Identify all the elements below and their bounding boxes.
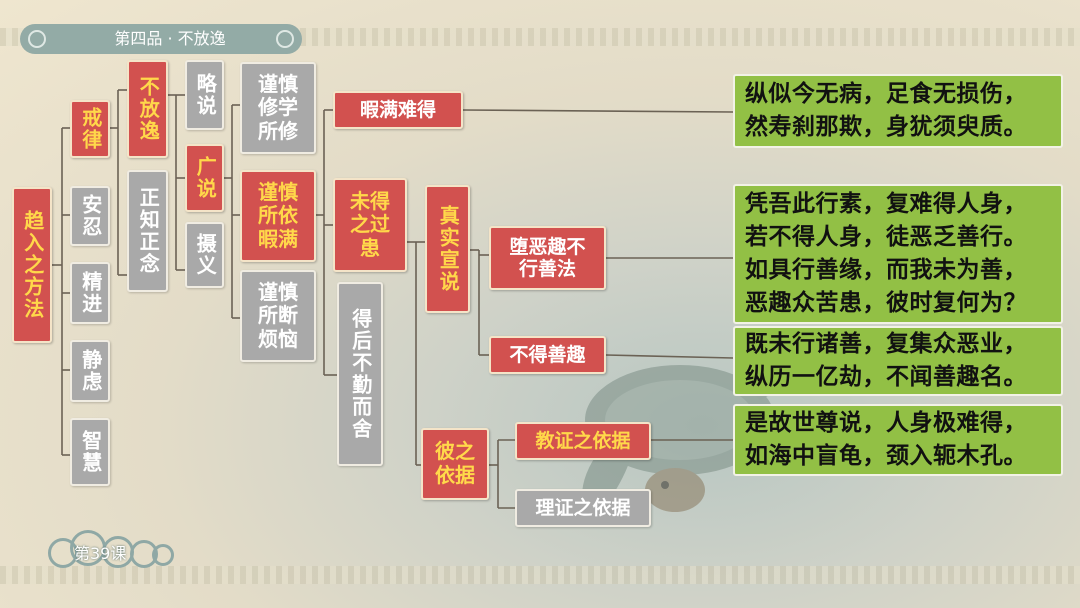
verse-box-2: 凭吾此行素，复难得人身， 若不得人身，徒恶乏善行。 如具行善缘，而我未为善， 恶… [733, 184, 1063, 324]
node-jiaozheng: 教证之依据 [515, 422, 651, 460]
verse-line: 是故世尊说，人身极难得， [745, 409, 1027, 437]
chapter-title: 第四品 · 不放逸 [114, 29, 226, 48]
verse-box-3: 既未行诸善，复集众恶业， 纵历一亿劫，不闻善趣名。 [733, 326, 1063, 396]
node-dehou: 得后不勤而舍 [337, 282, 383, 466]
node-jingjin: 精进 [70, 262, 110, 324]
verse-line: 既未行诸善，复集众恶业， [745, 330, 1027, 358]
node-duoe: 堕恶趣不行善法 [489, 226, 606, 290]
verse-line: 纵历一亿劫，不闻善趣名。 [745, 363, 1027, 390]
node-xiaman: 暇满难得 [333, 91, 463, 129]
chapter-banner: 第四品 · 不放逸 [20, 24, 302, 54]
node-jinglv: 静虑 [70, 340, 110, 402]
verse-line: 凭吾此行素，复难得人身， [745, 190, 1027, 218]
node-guangshuo: 广说 [185, 144, 224, 212]
lesson-number: 第39课 [74, 544, 127, 563]
node-lizheng: 理证之依据 [515, 489, 651, 527]
bottom-decorative-band [0, 566, 1080, 584]
cloud-ornament-icon [48, 528, 178, 570]
node-jinshen-duan: 谨慎所断烦恼 [240, 270, 316, 362]
verse-box-4: 是故世尊说，人身极难得， 如海中盲龟，颈入轭木孔。 [733, 404, 1063, 476]
verse-box-1: 纵似今无病，足食无损伤， 然寿刹那欺，身犹须臾质。 [733, 74, 1063, 148]
swirl-left-icon [28, 30, 46, 48]
verse-line: 如具行善缘，而我未为善， [745, 256, 1027, 283]
node-jinshen-yi: 谨慎所依暇满 [240, 170, 316, 262]
node-sheyi: 摄义 [185, 222, 224, 288]
node-anren: 安忍 [70, 186, 110, 246]
node-bude: 不得善趣 [489, 336, 606, 374]
verse-line: 恶趣众苦患，彼时复何为？ [745, 288, 1027, 316]
node-bufangyi: 不放逸 [127, 60, 168, 158]
node-root: 趋入之方法 [12, 187, 52, 343]
node-bizhi: 彼之依据 [421, 428, 489, 500]
node-zhihui: 智慧 [70, 418, 110, 486]
verse-line: 如海中盲龟，颈入轭木孔。 [745, 442, 1027, 469]
verse-line: 然寿刹那欺，身犹须臾质。 [745, 113, 1027, 140]
node-zhenshi: 真实宣说 [425, 185, 470, 313]
swirl-right-icon [276, 30, 294, 48]
node-zhengzhi: 正知正念 [127, 170, 168, 292]
node-jinshen-xiu: 谨慎修学所修 [240, 62, 316, 154]
node-jielv: 戒律 [70, 100, 110, 158]
verse-line: 若不得人身，徒恶乏善行。 [745, 223, 1027, 251]
verse-line: 纵似今无病，足食无损伤， [745, 80, 1027, 108]
node-lueshuo: 略说 [185, 60, 224, 130]
node-weide: 未得之过患 [333, 178, 407, 272]
